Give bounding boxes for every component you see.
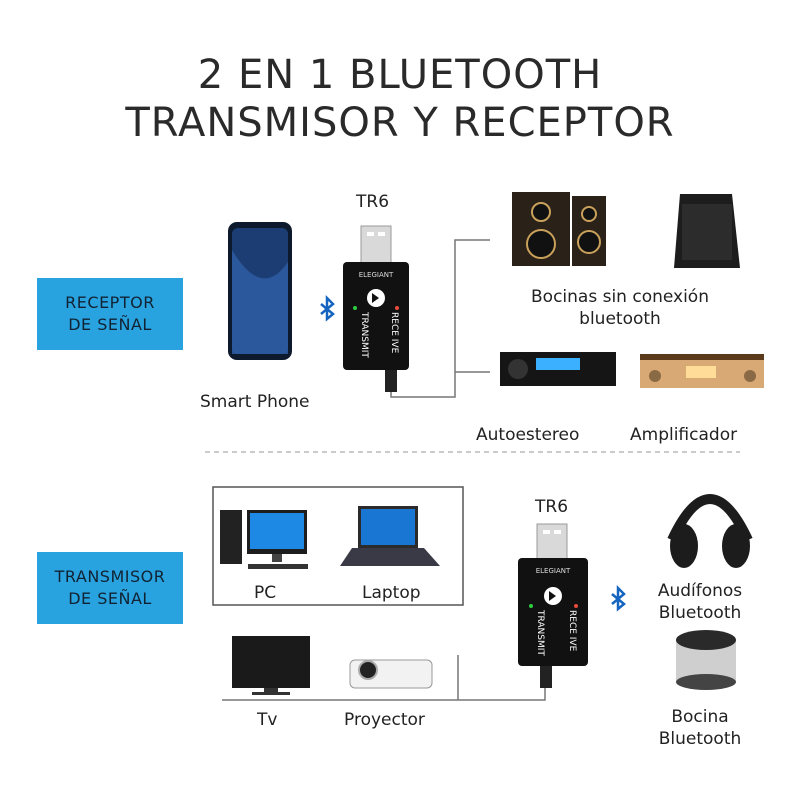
transmitter-badge: TRANSMISOR DE SEÑAL (37, 552, 183, 624)
source-devices-frame (212, 486, 464, 606)
speakers-label: Bocinas sin conexión bluetooth (520, 286, 720, 330)
tr6-transmitter-device: ELEGIANT TRANSMIT RECE IVE (518, 523, 588, 688)
car-stereo-icon (500, 352, 616, 386)
car-stereo-label: Autoestereo (476, 425, 580, 445)
headphones-label-line2: Bluetooth (658, 603, 742, 623)
bluetooth-icon (320, 294, 335, 322)
title-line-1: 2 EN 1 BLUETOOTH (197, 52, 603, 98)
receiver-badge-line1: RECEPTOR (65, 293, 155, 312)
bluetooth-icon (611, 584, 626, 612)
projector-icon (349, 659, 433, 689)
pa-speaker-icon (674, 194, 740, 268)
speakers-label-line2: bluetooth (579, 309, 661, 329)
bluetooth-speaker-icon (676, 630, 736, 690)
pc-label: PC (254, 583, 277, 603)
device-receive-text: RECE IVE (389, 312, 399, 354)
tr6-receiver-device: ELEGIANT TRANSMIT RECE IVE (343, 225, 409, 392)
bt-speaker-label: Bocina Bluetooth (640, 706, 760, 750)
audio-cable (390, 239, 490, 398)
device-brand-text: ELEGIANT (536, 567, 571, 575)
amplifier-icon (640, 354, 764, 388)
laptop-label: Laptop (362, 583, 421, 603)
transmitter-badge-line2: DE SEÑAL (68, 589, 152, 608)
device-receive-text: RECE IVE (567, 610, 577, 652)
headphones-label: Audífonos Bluetooth (640, 580, 760, 624)
bt-speaker-label-line1: Bocina (671, 707, 729, 727)
tv-icon (232, 636, 310, 695)
device-brand-text: ELEGIANT (359, 271, 394, 279)
transmitter-device-label: TR6 (535, 497, 569, 517)
laptop-icon (340, 506, 440, 566)
smart-phone-label: Smart Phone (200, 392, 310, 412)
tv-label: Tv (257, 710, 278, 730)
speakers-label-line1: Bocinas sin conexión (531, 287, 709, 307)
projector-label: Proyector (344, 710, 425, 730)
audio-cable (222, 655, 546, 701)
transmitter-badge-line1: TRANSMISOR (54, 567, 166, 586)
headphones-label-line1: Audífonos (657, 581, 743, 601)
amplifier-label: Amplificador (630, 425, 738, 445)
headphones-icon (667, 494, 753, 568)
receiver-badge: RECEPTOR DE SEÑAL (37, 278, 183, 350)
bt-speaker-label-line2: Bluetooth (658, 729, 742, 749)
device-transmit-text: TRANSMIT (535, 609, 545, 656)
pc-icon (220, 510, 308, 569)
title-line-2: TRANSMISOR Y RECEPTOR (125, 100, 675, 146)
smartphone-icon (228, 222, 292, 360)
receiver-badge-line2: DE SEÑAL (68, 315, 152, 334)
receiver-device-label: TR6 (356, 192, 390, 212)
device-transmit-text: TRANSMIT (359, 311, 369, 358)
speakers-icon (512, 192, 606, 266)
